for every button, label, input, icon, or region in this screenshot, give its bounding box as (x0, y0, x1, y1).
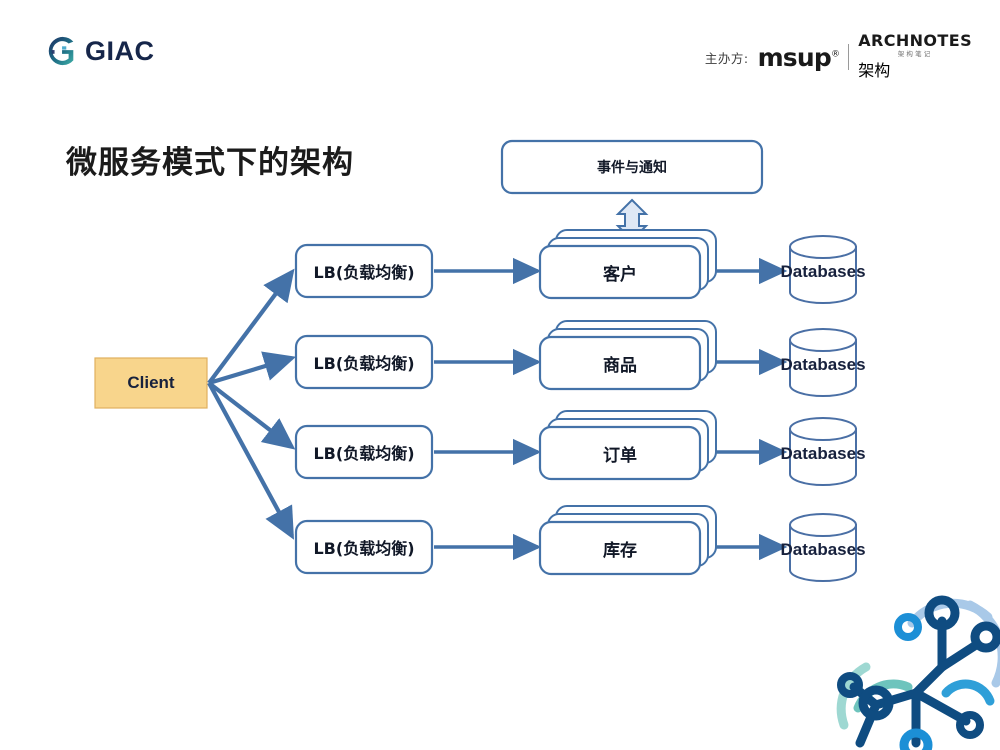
archnotes-logo-text: ARCHNOTES (858, 30, 972, 50)
msup-logo: msup® (758, 45, 840, 70)
service-node-1-front (538, 244, 702, 300)
service-node-3-front (538, 425, 702, 481)
db-node-4 (789, 513, 857, 582)
client-node (94, 357, 208, 409)
msup-trademark: ® (831, 49, 840, 60)
client-fanout-edges (207, 268, 297, 540)
row-1 (294, 229, 857, 304)
db-node-1 (789, 235, 857, 304)
row-3 (294, 410, 857, 486)
lb-node-2 (294, 334, 434, 390)
sponsor-bar: 主办方: msup® ARCHNOTES 架构笔记 架构 (704, 32, 972, 80)
giac-logo: GIAC (48, 36, 155, 66)
giac-g-mark-icon (48, 36, 74, 66)
sponsor-divider (848, 44, 850, 70)
event-bus-node (500, 139, 764, 195)
page-title: 微服务模式下的架构 (66, 144, 354, 181)
giac-logo-text: GIAC (85, 35, 155, 66)
service-node-2-front (538, 335, 702, 391)
service-node-4-front (538, 520, 702, 576)
lb-node-4 (294, 519, 434, 575)
lb-node-3 (294, 424, 434, 480)
archnotes-cn-mark: 架构 (858, 63, 891, 81)
row-4 (294, 505, 857, 582)
db-node-3 (789, 417, 857, 486)
archnotes-logo: ARCHNOTES 架构笔记 架构 (858, 30, 972, 82)
msup-logo-text: msup (757, 42, 832, 72)
row-2 (294, 320, 857, 397)
db-node-2 (789, 328, 857, 397)
sponsor-lead-label: 主办方: (704, 50, 749, 66)
lb-node-1 (294, 243, 434, 299)
archnotes-logo-subtext: 架构笔记 (897, 49, 933, 58)
